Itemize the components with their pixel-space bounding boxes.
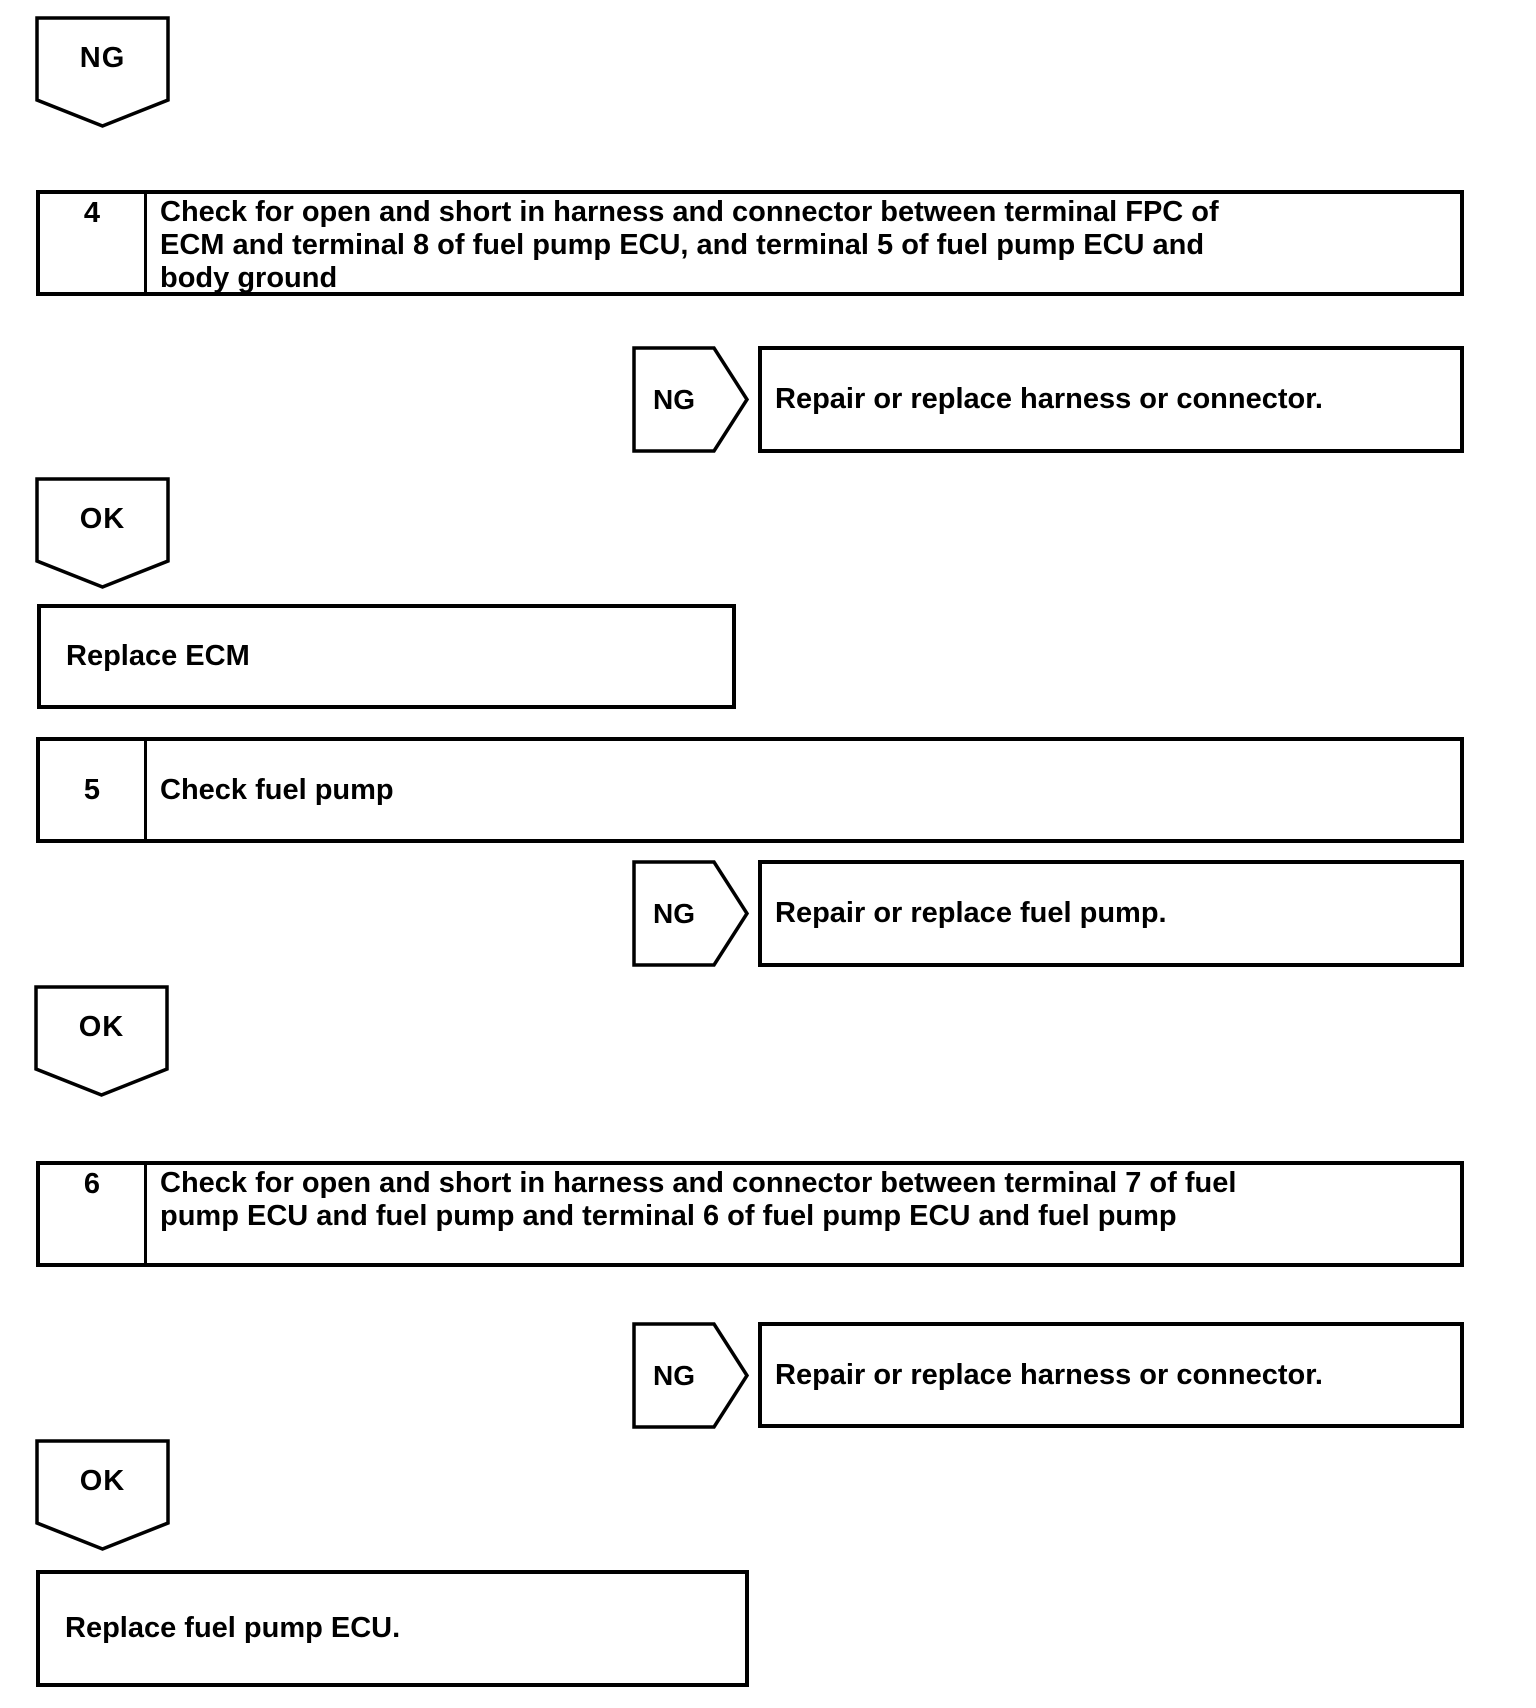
terminal-replace-ecm: Replace ECM [37, 604, 736, 709]
step-5-box: 5 Check fuel pump [36, 737, 1464, 843]
action-text: Repair or replace harness or connector. [775, 383, 1323, 415]
connector-ng-entry: NG [35, 16, 170, 129]
connector-label: NG [79, 41, 126, 74]
action-text: Repair or replace fuel pump. [775, 897, 1167, 929]
connector-ok-1: OK [35, 477, 170, 590]
step-instruction: Check for open and short in harness and … [160, 1167, 1237, 1232]
pentagon-down-shape [35, 16, 170, 128]
step-instruction: Check for open and short in harness and … [160, 196, 1219, 294]
ng-branch-arrow-3: NG [632, 1322, 750, 1429]
pentagon-right-shape [632, 1322, 750, 1429]
ng-action-box-1: Repair or replace harness or connector. [758, 346, 1464, 453]
connector-ok-3: OK [35, 1439, 170, 1552]
connector-label: OK [79, 502, 126, 535]
ng-action-box-3: Repair or replace harness or connector. [758, 1322, 1464, 1428]
terminal-replace-fuel-pump-ecu: Replace fuel pump ECU. [36, 1570, 749, 1687]
action-text: Repair or replace harness or connector. [775, 1358, 1323, 1391]
connector-ok-2: OK [34, 985, 169, 1098]
connector-label: NG [653, 1359, 695, 1391]
pentagon-right-shape [632, 860, 750, 967]
terminal-text: Replace fuel pump ECU. [65, 1612, 401, 1644]
step-instruction: Check fuel pump [160, 773, 394, 806]
connector-label: NG [653, 383, 695, 415]
connector-label: OK [78, 1010, 125, 1043]
ng-action-box-2: Repair or replace fuel pump. [758, 860, 1464, 967]
pentagon-down-shape [35, 1439, 170, 1551]
terminal-text: Replace ECM [66, 640, 250, 672]
step-number: 6 [40, 1165, 147, 1263]
ng-branch-arrow-1: NG [632, 346, 750, 453]
connector-label: OK [79, 1464, 126, 1497]
pentagon-down-shape [35, 477, 170, 589]
pentagon-right-shape [632, 346, 750, 453]
connector-label: NG [653, 897, 695, 929]
step-number: 5 [40, 741, 147, 839]
step-6-box: 6 Check for open and short in harness an… [36, 1161, 1464, 1267]
ng-branch-arrow-2: NG [632, 860, 750, 967]
pentagon-down-shape [34, 985, 169, 1097]
step-number: 4 [40, 194, 147, 292]
step-4-box: 4 Check for open and short in harness an… [36, 190, 1464, 296]
